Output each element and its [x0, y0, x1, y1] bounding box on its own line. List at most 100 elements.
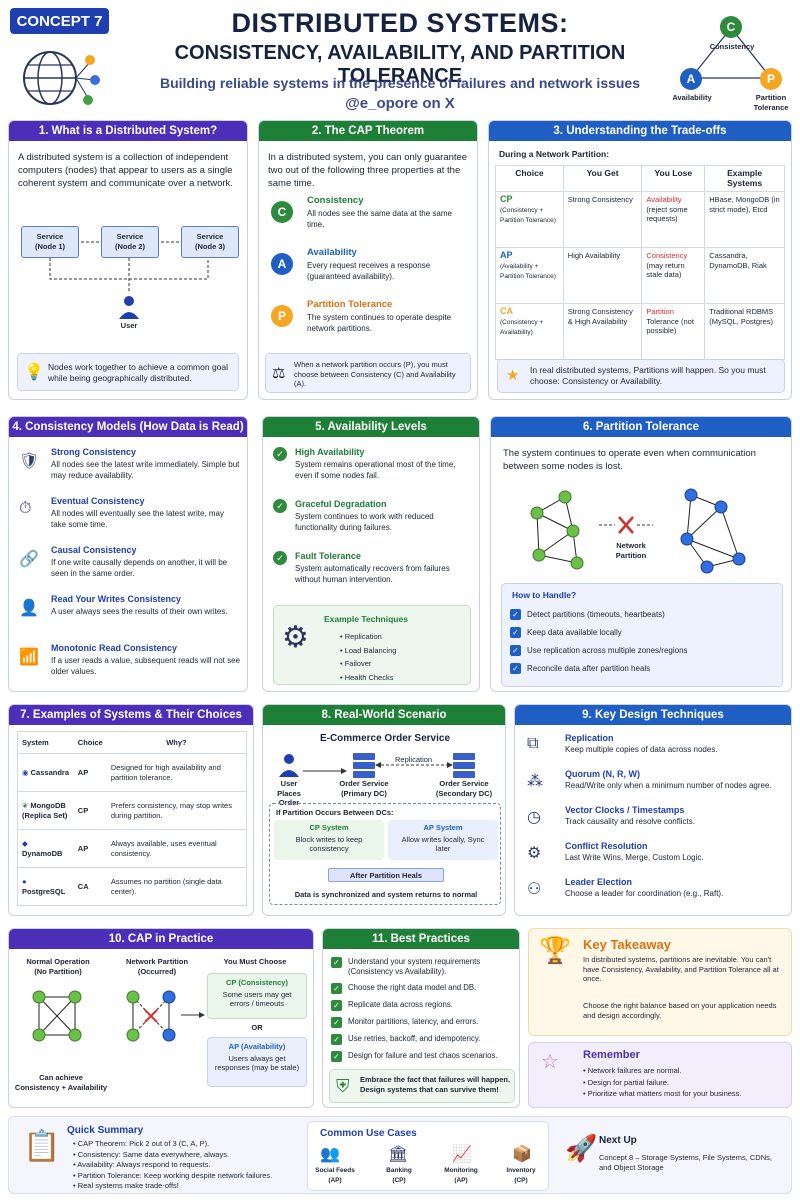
service-node-1: Service (Node 1) [21, 226, 79, 258]
model-desc: If one write causally depends on another… [51, 558, 228, 578]
page-title-line2: CONSISTENCY, AVAILABILITY, AND PARTITION… [174, 42, 626, 87]
best-practice-text: Choose the right data model and DB. [348, 983, 477, 992]
checkbox-icon: ✓ [331, 983, 342, 994]
col-you-lose: You Lose [641, 165, 706, 192]
panel-cap-practice: 10. CAP in Practice Normal Operation (No… [8, 928, 314, 1108]
tradeoff-note: ★ In real distributed systems, Partition… [497, 359, 785, 393]
user-icon: 👤 [19, 600, 39, 617]
service-node-2: Service (Node 2) [101, 226, 159, 258]
panel-what-is-distributed: 1. What is a Distributed System? A distr… [8, 120, 248, 400]
remember-text: Prioritize what matters most for your bu… [587, 1089, 742, 1098]
star-icon: ★ [506, 367, 520, 384]
cap-a-icon: A [271, 253, 293, 275]
use-case-inventory: Inventory (CP) [506, 1167, 536, 1184]
remember-box: ☆ Remember • Network failures are normal… [528, 1042, 792, 1108]
page-subtitle: Building reliable systems in the presenc… [159, 75, 641, 91]
can-achieve-label: Can achieve Consistency + Availability [14, 1073, 108, 1092]
level-desc: System automatically recovers from failu… [295, 564, 450, 584]
panel-title: 9. Key Design Techniques [515, 705, 791, 725]
panel-title: 8. Real-World Scenario [263, 705, 505, 725]
summary-text: CAP Theorem: Pick 2 out of 3 (C, A, P). [77, 1139, 210, 1148]
level-desc: System remains operational most of the t… [295, 460, 456, 480]
clipboard-icon: 📋 [23, 1130, 61, 1163]
nodes-note: 💡 Nodes work together to achieve a commo… [17, 353, 239, 391]
remember-item: • Design for partial failure. [583, 1077, 787, 1089]
model-title: Strong Consistency [51, 447, 137, 457]
bullet: • [73, 1170, 78, 1180]
summary-item: • CAP Theorem: Pick 2 out of 3 (C, A, P)… [73, 1139, 303, 1150]
panel-title: 1. What is a Distributed System? [9, 121, 247, 141]
db-icon: ◆ [22, 839, 28, 848]
model-title: Causal Consistency [51, 545, 137, 555]
chart-icon: 📈 [452, 1146, 472, 1163]
gear-icon: ⚙ [527, 845, 542, 862]
bullet: • [583, 1066, 588, 1075]
scenario-title: E-Commerce Order Service [319, 733, 451, 744]
handle-item: ✓Detect partitions (timeouts, heartbeats… [510, 606, 780, 624]
secondary-dc-label: Order Service (Secondary DC) [435, 779, 493, 798]
table-row: CA(Consistency + Availability)Strong Con… [495, 303, 785, 360]
use-case-social: Social Feeds (AP) [315, 1167, 355, 1184]
cap-c-label: Consistency [709, 42, 755, 51]
cap-practice-diagram [32, 990, 205, 1042]
cap-note: ⚖ When a network partition occurs (P), y… [265, 353, 471, 393]
node-connections [49, 241, 209, 319]
summary-item: • Partition Tolerance: Keep working desp… [73, 1171, 303, 1182]
footer: 📋 Quick Summary • CAP Theorem: Pick 2 ou… [8, 1116, 792, 1194]
scale-icon: ⚖ [272, 365, 286, 382]
level-title: High Availability [295, 447, 365, 457]
primary-dc-label: Order Service (Primary DC) [339, 779, 389, 798]
panel-title: 6. Partition Tolerance [491, 417, 791, 437]
page-title: DISTRIBUTED SYSTEMS: [231, 8, 569, 38]
panel-availability-levels: 5. Availability Levels ⚙ Example Techniq… [262, 416, 480, 692]
replication-label: Replication [395, 755, 433, 764]
technique-title: Vector Clocks / Timestamps [565, 805, 685, 815]
panel-title: 5. Availability Levels [263, 417, 479, 437]
level-title: Graceful Degradation [295, 499, 387, 509]
globe-network-icon [23, 51, 100, 105]
col-why: Why? [166, 737, 187, 747]
final-state: Data is synchronized and system returns … [294, 890, 478, 899]
scenario-diagram [279, 753, 475, 778]
best-practice-item: ✓Monitor partitions, latency, and errors… [331, 1017, 517, 1028]
technique-desc: Read/Write only when a minimum number of… [565, 781, 772, 790]
technique-item: • Failover [340, 659, 372, 668]
technique-title: Leader Election [565, 877, 633, 887]
partition-text: The system continues to operate even whe… [503, 448, 756, 472]
best-practice-item: ✓Use retries, backoff, and idempotency. [331, 1034, 517, 1045]
model-title: Monotonic Read Consistency [51, 643, 178, 653]
bank-icon: 🏛 [388, 1146, 409, 1163]
technique-item: • Replication [340, 632, 382, 641]
checkbox-icon: ✓ [510, 663, 521, 675]
network-partition-label: Network Partition (Occurred) [125, 957, 189, 976]
cap-a-label: Availability [672, 93, 712, 102]
check-circle-icon: ✓ [273, 447, 287, 461]
technique-desc: Choose a leader for coordination (e.g., … [565, 889, 724, 898]
summary-text: Availability: Always respond to requests… [77, 1160, 211, 1169]
cap-item-title: Partition Tolerance [307, 299, 393, 310]
handle-item-text: Reconcile data after partition heals [527, 664, 651, 673]
technique-title: Quorum (N, R, W) [565, 769, 640, 779]
takeaway-p2: Choose the right balance based on your a… [583, 1001, 777, 1020]
best-practice-item: ✓ Choose the right data model and DB. [331, 983, 517, 994]
note-text: In real distributed systems, Partitions … [530, 365, 766, 386]
table-row: AP(Availability + Partition Tolerance)Hi… [495, 247, 785, 304]
best-practice-item: ✓Design for failure and test chaos scena… [331, 1051, 517, 1062]
panel-cap-theorem: 2. The CAP Theorem In a distributed syst… [258, 120, 478, 400]
technique-desc: Track causality and resolve conflicts. [565, 817, 695, 826]
clock-icon: ⏱ [19, 500, 32, 517]
cap-p-label: Partition Tolerance [753, 93, 789, 112]
use-case-banking: Banking (CP) [386, 1167, 412, 1184]
bullet: • [73, 1181, 78, 1190]
user-label: User Places Order [277, 779, 301, 807]
key-takeaway: 🏆 Key Takeaway In distributed systems, p… [528, 928, 792, 1036]
best-practice-text: Monitor partitions, latency, and errors. [348, 1017, 479, 1026]
cap-p-icon: P [760, 68, 782, 90]
after-heals-label: After Partition Heals [328, 868, 444, 882]
best-practice-text: Design for failure and test chaos scenar… [348, 1051, 498, 1060]
summary-item: • Consistency: Same data everywhere, alw… [73, 1150, 303, 1161]
summary-text: Partition Tolerance: Keep working despit… [77, 1170, 273, 1180]
